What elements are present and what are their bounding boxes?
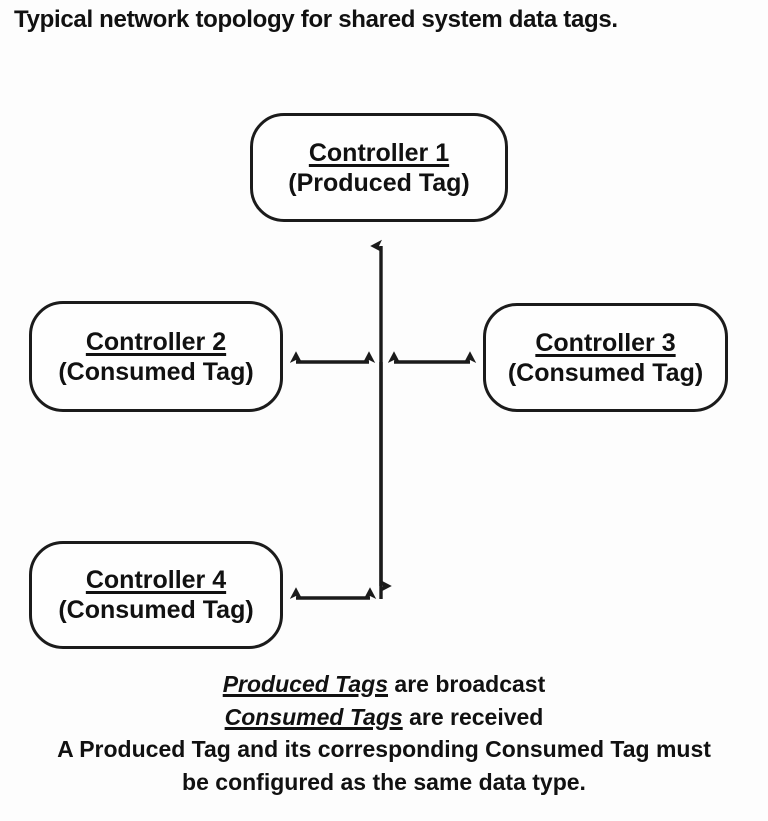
node-controller-1-title: Controller 1: [308, 138, 450, 167]
caption-line-1: Produced Tags are broadcast: [0, 668, 768, 701]
caption-emphasis-consumed-tags: Consumed Tags: [224, 703, 403, 730]
node-controller-3-tag: (Consumed Tag): [507, 358, 704, 387]
node-controller-4[interactable]: Controller 4 (Consumed Tag): [29, 541, 283, 649]
caption-line-3: A Produced Tag and its corresponding Con…: [57, 736, 711, 763]
node-controller-1[interactable]: Controller 1 (Produced Tag): [250, 113, 508, 222]
caption-line-2: Consumed Tags are received: [0, 701, 768, 734]
caption-emphasis-produced-tags: Produced Tags: [222, 671, 389, 697]
caption-line-4: be configured as the same data type.: [182, 768, 586, 795]
caption-line-2-rest: are received: [402, 703, 544, 730]
page-title: Typical network topology for shared syst…: [14, 6, 618, 33]
node-controller-3[interactable]: Controller 3 (Consumed Tag): [483, 303, 728, 412]
node-controller-2-tag: (Consumed Tag): [58, 357, 254, 386]
node-controller-2[interactable]: Controller 2 (Consumed Tag): [29, 301, 283, 412]
diagram-caption: Produced Tags are broadcast Consumed Tag…: [0, 668, 768, 799]
node-controller-2-title: Controller 2: [85, 327, 227, 356]
node-controller-4-tag: (Consumed Tag): [58, 596, 254, 624]
caption-line-1-rest: are broadcast: [388, 671, 546, 697]
node-controller-4-title: Controller 4: [85, 566, 227, 594]
node-controller-1-tag: (Produced Tag): [288, 168, 470, 197]
node-controller-3-title: Controller 3: [535, 328, 676, 357]
